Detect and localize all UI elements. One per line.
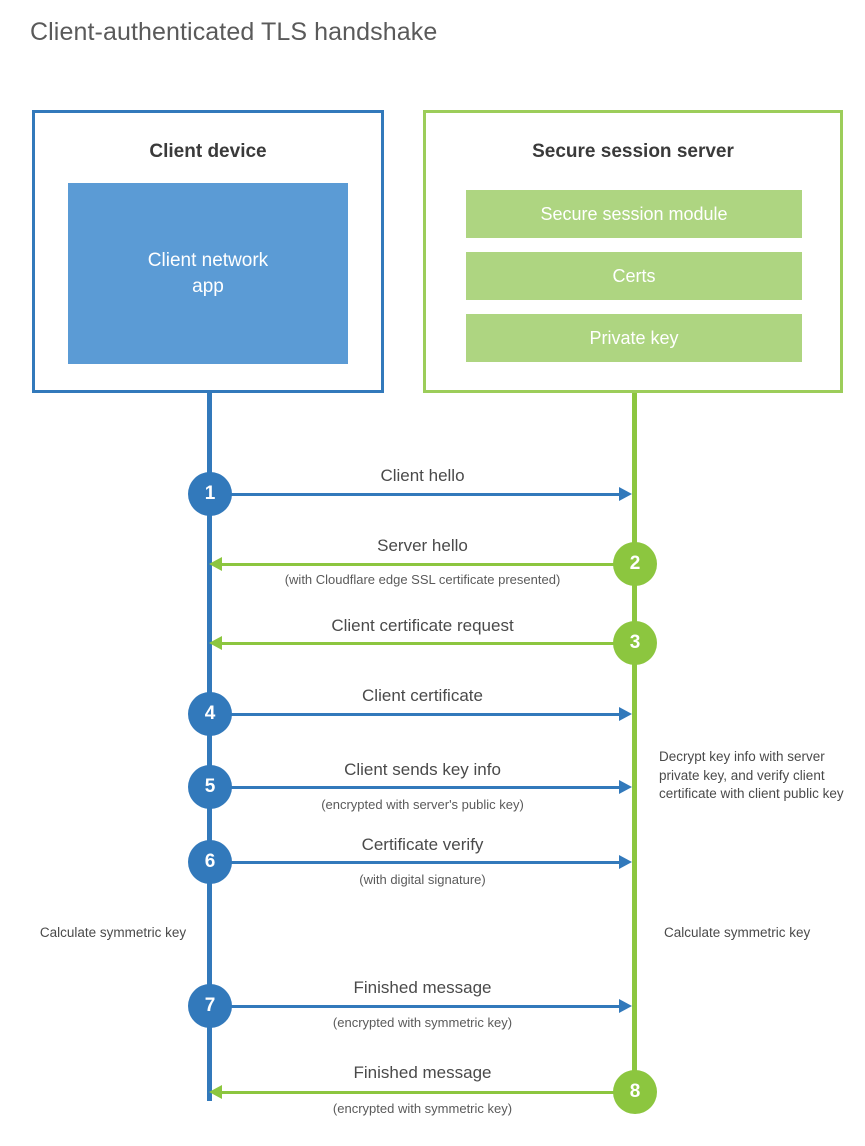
step-badge-8[interactable]: 8	[613, 1070, 657, 1114]
step-badge-7[interactable]: 7	[188, 984, 232, 1028]
step-5-sublabel: (encrypted with server's public key)	[321, 797, 524, 812]
note-calculate-symmetric-key-server: Calculate symmetric key	[664, 925, 811, 940]
step-6-arrow-line	[210, 861, 620, 864]
step-badge-1[interactable]: 1	[188, 472, 232, 516]
client-device-title: Client device	[149, 141, 267, 162]
step-7-arrow-head-icon	[619, 999, 632, 1013]
step-2-arrow-head-icon	[209, 557, 222, 571]
actor-box-client-device: Client device Client network app	[32, 110, 384, 393]
step-2-arrow-line	[222, 563, 632, 566]
step-1-arrow-line	[210, 493, 620, 496]
step-badge-4[interactable]: 4	[188, 692, 232, 736]
step-7-arrow-line	[210, 1005, 620, 1008]
page-title: Client-authenticated TLS handshake	[30, 18, 438, 46]
step-5-label: Client sends key info	[344, 760, 501, 779]
client-app-label-line2: app	[192, 275, 224, 297]
lifeline-server	[632, 393, 637, 1092]
step-4-arrow-line	[210, 713, 620, 716]
note-calculate-symmetric-key-client: Calculate symmetric key	[39, 925, 187, 940]
note-server-decrypt: Decrypt key info with server private key…	[659, 749, 844, 802]
step-8-arrow-line	[222, 1091, 632, 1094]
step-4-arrow-head-icon	[619, 707, 632, 721]
step-badge-6[interactable]: 6	[188, 840, 232, 884]
step-3-arrow-head-icon	[209, 636, 222, 650]
secure-session-server-title: Secure session server	[532, 141, 734, 162]
server-bar-private-key: Private key	[466, 314, 802, 362]
step-badge-3[interactable]: 3	[613, 621, 657, 665]
step-8-sublabel: (encrypted with symmetric key)	[332, 1101, 513, 1116]
step-5-arrow-line	[210, 786, 620, 789]
step-4-label: Client certificate	[362, 686, 483, 705]
step-6-arrow-head-icon	[619, 855, 632, 869]
step-3-label: Client certificate request	[331, 616, 514, 635]
step-8-label: Finished message	[353, 1063, 492, 1082]
lifeline-client	[207, 393, 212, 1101]
step-6-label: Certificate verify	[361, 835, 484, 854]
client-network-app-label: Client network app	[148, 248, 268, 298]
step-5-arrow-head-icon	[619, 780, 632, 794]
server-bar-certs: Certs	[466, 252, 802, 300]
step-2-sublabel: (with Cloudflare edge SSL certificate pr…	[284, 572, 561, 587]
step-7-label: Finished message	[353, 978, 492, 997]
client-network-app-block: Client network app	[68, 183, 348, 364]
server-bar-secure-session-module: Secure session module	[466, 190, 802, 238]
step-6-sublabel: (with digital signature)	[359, 872, 486, 887]
step-7-sublabel: (encrypted with symmetric key)	[332, 1015, 513, 1030]
step-8-arrow-head-icon	[209, 1085, 222, 1099]
actor-box-secure-session-server: Secure session server Secure session mod…	[423, 110, 843, 393]
step-badge-2[interactable]: 2	[613, 542, 657, 586]
step-1-arrow-head-icon	[619, 487, 632, 501]
step-1-label: Client hello	[380, 466, 465, 485]
step-3-arrow-line	[222, 642, 632, 645]
step-badge-5[interactable]: 5	[188, 765, 232, 809]
step-2-label: Server hello	[377, 536, 468, 555]
client-app-label-line1: Client network	[147, 250, 269, 272]
